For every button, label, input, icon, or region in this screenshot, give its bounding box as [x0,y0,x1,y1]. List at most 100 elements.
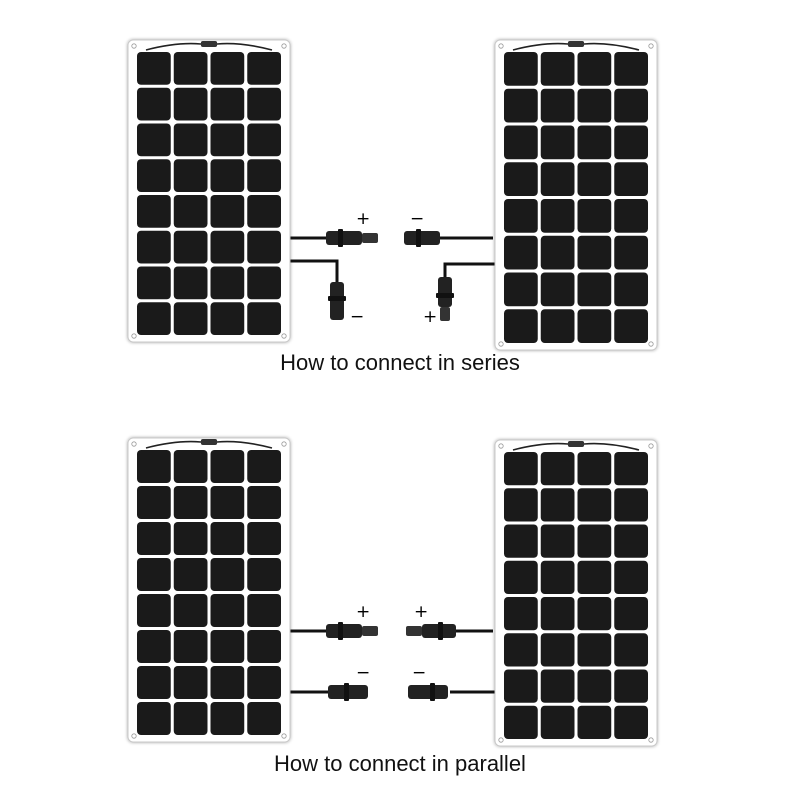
parallel-panel-left-cell [247,522,281,555]
parallel-panel-right-cell [577,488,612,522]
series-panel-right-cell [540,88,575,123]
series-panel-left-cell [247,195,281,228]
series-right-minus-sign: − [410,209,424,229]
parallel-panel-right-cell [577,597,612,631]
parallel-panel-left-mount-hole [281,441,287,447]
series-panel-left-cell [137,123,171,157]
parallel-panel-right-cell [504,669,538,703]
parallel-right-plus-sign: + [414,602,428,622]
series-panel-right-cell [614,125,648,160]
series-panel-right-mount-hole [498,341,504,347]
parallel-panel-right-cell [540,669,575,703]
series-panel-right-mount-hole [648,43,654,49]
series-panel-left-cell [210,302,245,335]
parallel-panel-right-cell [614,669,648,703]
series-panel-right-cell [577,235,612,270]
series-panel-left-cell [247,159,281,192]
series-panel-right-cell [540,199,575,233]
series-panel-left-cell [247,266,281,300]
parallel-panel-right-cell [540,488,575,522]
parallel-panel-right-cell [540,560,575,594]
parallel-panel-right-cell [577,524,612,558]
parallel-panel-left-mount-hole [281,733,287,739]
series-panel-right-cell [577,309,612,343]
series-panel-left-cell [210,195,245,228]
parallel-panel-right-cell [504,705,538,739]
series-panel-left-cell [137,266,171,300]
parallel-panel-right [494,439,658,747]
series-panel-left-cell [247,230,281,264]
parallel-panel-left-cell [247,558,281,591]
series-panel-right-cell [614,88,648,123]
parallel-panel-left-cell [247,630,281,663]
series-panel-left-cell [137,87,171,121]
parallel-connector-left-negative [328,683,368,701]
parallel-panel-left-cell [173,486,208,519]
parallel-panel-right-mount-hole [498,737,504,743]
parallel-panel-left [127,437,291,743]
parallel-panel-left-cell [247,666,281,699]
parallel-panel-left-cell [210,522,245,555]
series-connector-right-negative [404,229,440,247]
series-panel-left-cell [137,302,171,335]
series-panel-right [494,39,658,351]
series-panel-left-mount-hole [131,333,137,339]
series-panel-right-cell [577,125,612,160]
parallel-panel-right-cell [577,669,612,703]
series-panel-right-cell [540,235,575,270]
series-left-plus-sign: + [356,209,370,229]
parallel-panel-left-cell [137,450,171,483]
parallel-panel-right-cell [504,597,538,631]
series-panel-left-mount-hole [281,333,287,339]
parallel-panel-right-cell [614,488,648,522]
parallel-panel-left-cell [173,594,208,627]
series-panel-right-cell [577,272,612,307]
parallel-panel-right-cell [540,524,575,558]
series-panel-left-cell [210,159,245,192]
parallel-panel-right-cell [504,524,538,558]
parallel-connector-left-positive [326,622,378,640]
series-panel-right-cell [540,162,575,196]
parallel-panel-right-mount-hole [648,737,654,743]
parallel-cables [288,629,495,694]
series-panel-right-junction-box [567,41,585,47]
series-right-plus-sign: + [423,307,437,327]
series-panel-left-cell [173,302,208,335]
parallel-panel-right-junction-box [567,441,585,447]
series-left-minus-sign: − [350,307,364,327]
series-panel-left-mount-hole [131,43,137,49]
parallel-panel-left-mount-hole [131,441,137,447]
parallel-panel-left-cell [137,630,171,663]
parallel-panel-right-cell [540,452,575,486]
parallel-panel-left-cell [173,630,208,663]
series-panel-left-cell [173,52,208,85]
series-panel-right-cell [577,199,612,233]
parallel-panel-left-cell [137,558,171,591]
series-panel-right-cell [577,52,612,86]
series-panel-left-cell [210,266,245,300]
series-panel-right-cell [504,272,538,307]
series-panel-left-cell [137,52,171,85]
series-panel-right-cell [614,309,648,343]
series-caption: How to connect in series [280,350,520,375]
parallel-panel-right-cell [577,705,612,739]
series-panel-left-cell [173,230,208,264]
series-panel-right-cell [504,235,538,270]
parallel-connector-right-positive [406,622,456,640]
series-panel-left-cell [173,195,208,228]
series-panel-right-cell [614,52,648,86]
series-panel-right-mount-hole [498,43,504,49]
parallel-panel-left-cell [247,702,281,735]
parallel-panel-right-cell [614,560,648,594]
series-panel-right-cell [540,272,575,307]
series-panel-left-cell [210,230,245,264]
series-connector-left-negative [328,282,346,320]
parallel-panel-right-cell [614,524,648,558]
parallel-panel-left-junction-box [200,439,218,445]
series-panel-left-cell [137,195,171,228]
series-panel-right-cell [504,88,538,123]
parallel-panel-left-cell [210,702,245,735]
parallel-panel-left-cell [137,702,171,735]
parallel-panel-left-cell [173,450,208,483]
series-panel-right-mount-hole [648,341,654,347]
